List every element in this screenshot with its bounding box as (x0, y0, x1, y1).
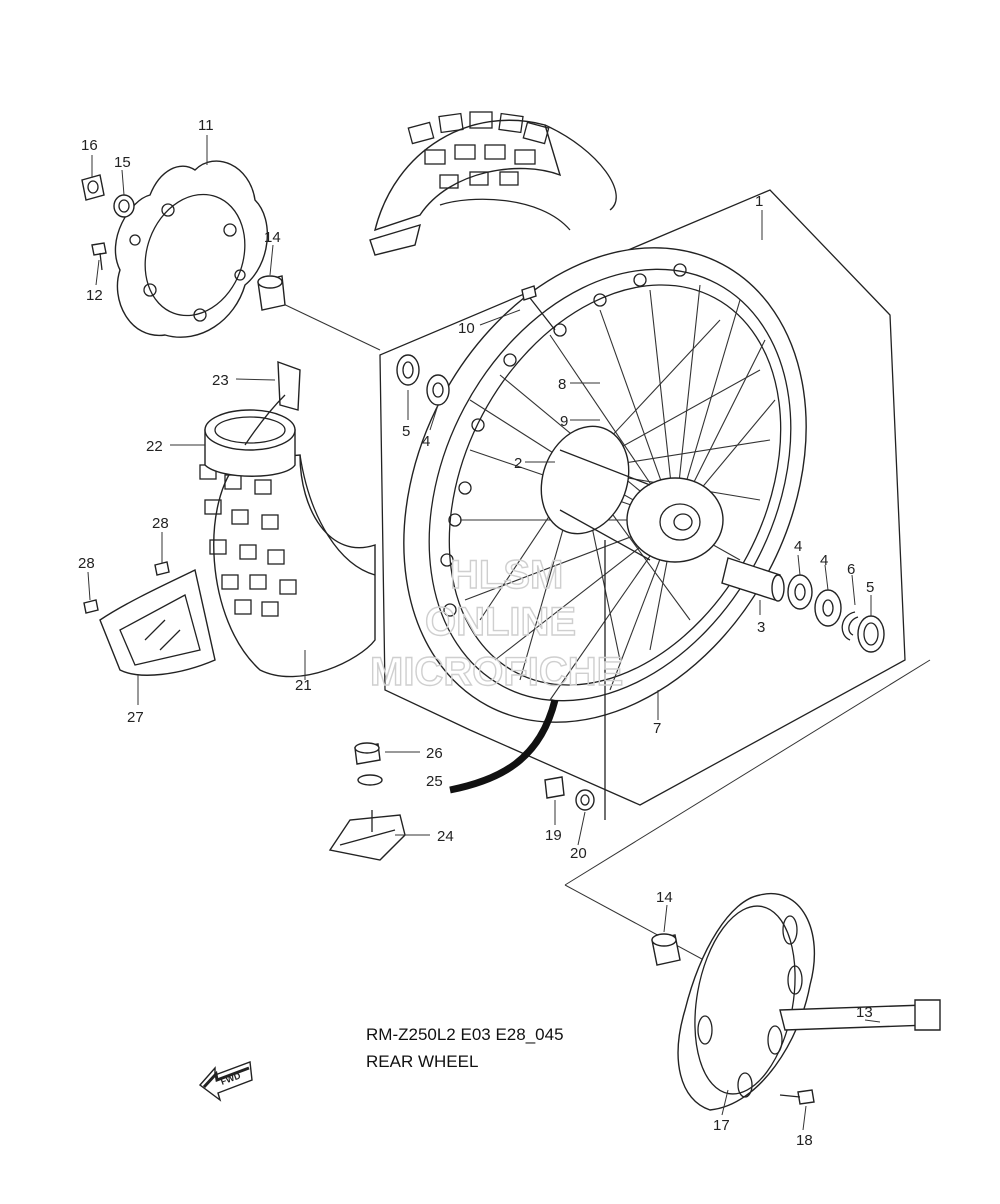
rim-strap (449, 699, 559, 794)
bearing-left (426, 374, 450, 406)
circlip (841, 611, 859, 641)
rim-band-23 (244, 360, 301, 446)
tube-22 (204, 409, 296, 477)
callout-17: 17 (713, 1117, 730, 1134)
callout-14-left: 14 (264, 229, 281, 246)
callout-13: 13 (856, 1004, 873, 1021)
callout-9: 9 (560, 413, 568, 430)
tire-top (369, 111, 617, 256)
nut-26 (354, 742, 381, 765)
callout-7: 7 (653, 720, 661, 737)
callout-6: 6 (847, 561, 855, 578)
sprocket-17 (677, 892, 816, 1111)
callout-26: 26 (426, 745, 443, 762)
rim-lock-24 (328, 810, 406, 861)
assembly-outline (379, 189, 906, 806)
washer-20 (575, 789, 595, 811)
callout-23: 23 (212, 372, 229, 389)
callout-11: 11 (198, 117, 214, 134)
diagram-title: REAR WHEEL (366, 1052, 478, 1071)
axis-line-disc (274, 299, 381, 351)
callout-18: 18 (796, 1132, 813, 1149)
watermark-line-3: MICROFICHE (370, 650, 623, 694)
bolt-18 (779, 1089, 815, 1105)
callout-2: 2 (514, 455, 522, 472)
bolt-12 (91, 242, 107, 271)
bolt-10 (521, 285, 556, 331)
leader-lines (87, 135, 881, 1131)
callout-16: 16 (81, 137, 98, 154)
callout-4-left: 4 (422, 433, 430, 450)
washer-25 (357, 774, 383, 786)
callout-19: 19 (545, 827, 562, 844)
callout-24: 24 (437, 828, 454, 845)
diagram-model-code: RM-Z250L2 E03 E28_045 (366, 1025, 564, 1044)
callout-5-right: 5 (866, 579, 874, 596)
axis-line-sprocket (564, 659, 931, 886)
watermark-line-1: HLSM (450, 553, 563, 597)
tire-21 (199, 454, 376, 678)
callout-20: 20 (570, 845, 587, 862)
seal-right (857, 615, 885, 653)
callout-28-b: 28 (152, 515, 169, 532)
bearing-right-2 (814, 589, 842, 627)
callout-21: 21 (295, 677, 312, 694)
seal-left (396, 354, 420, 386)
watermark: HLSM ONLINE MICROFICHE (369, 552, 624, 694)
callout-28-a: 28 (78, 555, 95, 572)
washer-15 (113, 194, 135, 218)
nut-16 (81, 174, 105, 201)
callout-27: 27 (127, 709, 144, 726)
hub (540, 425, 724, 563)
cushion-14-left (257, 275, 286, 311)
cushion-14-right (651, 933, 681, 966)
callout-1: 1 (755, 193, 763, 210)
callout-22: 22 (146, 438, 163, 455)
callout-25: 25 (426, 773, 443, 790)
bearing-right-1 (787, 574, 813, 610)
callout-4-right-a: 4 (794, 538, 802, 555)
callout-3: 3 (757, 619, 765, 636)
callout-5-left: 5 (402, 423, 410, 440)
disc-cover-27 (99, 568, 216, 676)
callout-8: 8 (558, 376, 566, 393)
callout-14-right: 14 (656, 889, 673, 906)
fwd-arrow-icon: FWD (198, 1061, 253, 1102)
watermark-line-2: ONLINE (425, 600, 576, 644)
brake-disc (114, 160, 268, 338)
callout-15: 15 (114, 154, 131, 171)
callout-10: 10 (458, 320, 475, 337)
callout-4-right-b: 4 (820, 552, 828, 569)
nut-19 (544, 776, 565, 799)
axle-13 (779, 999, 941, 1031)
callout-12: 12 (86, 287, 103, 304)
callout-labels: 1 2 3 4 4 4 5 5 6 7 8 9 10 11 12 13 14 1… (78, 117, 874, 1149)
bolt-28-b (154, 561, 170, 576)
bolt-28-a (83, 599, 99, 614)
distance-collar (721, 557, 785, 602)
